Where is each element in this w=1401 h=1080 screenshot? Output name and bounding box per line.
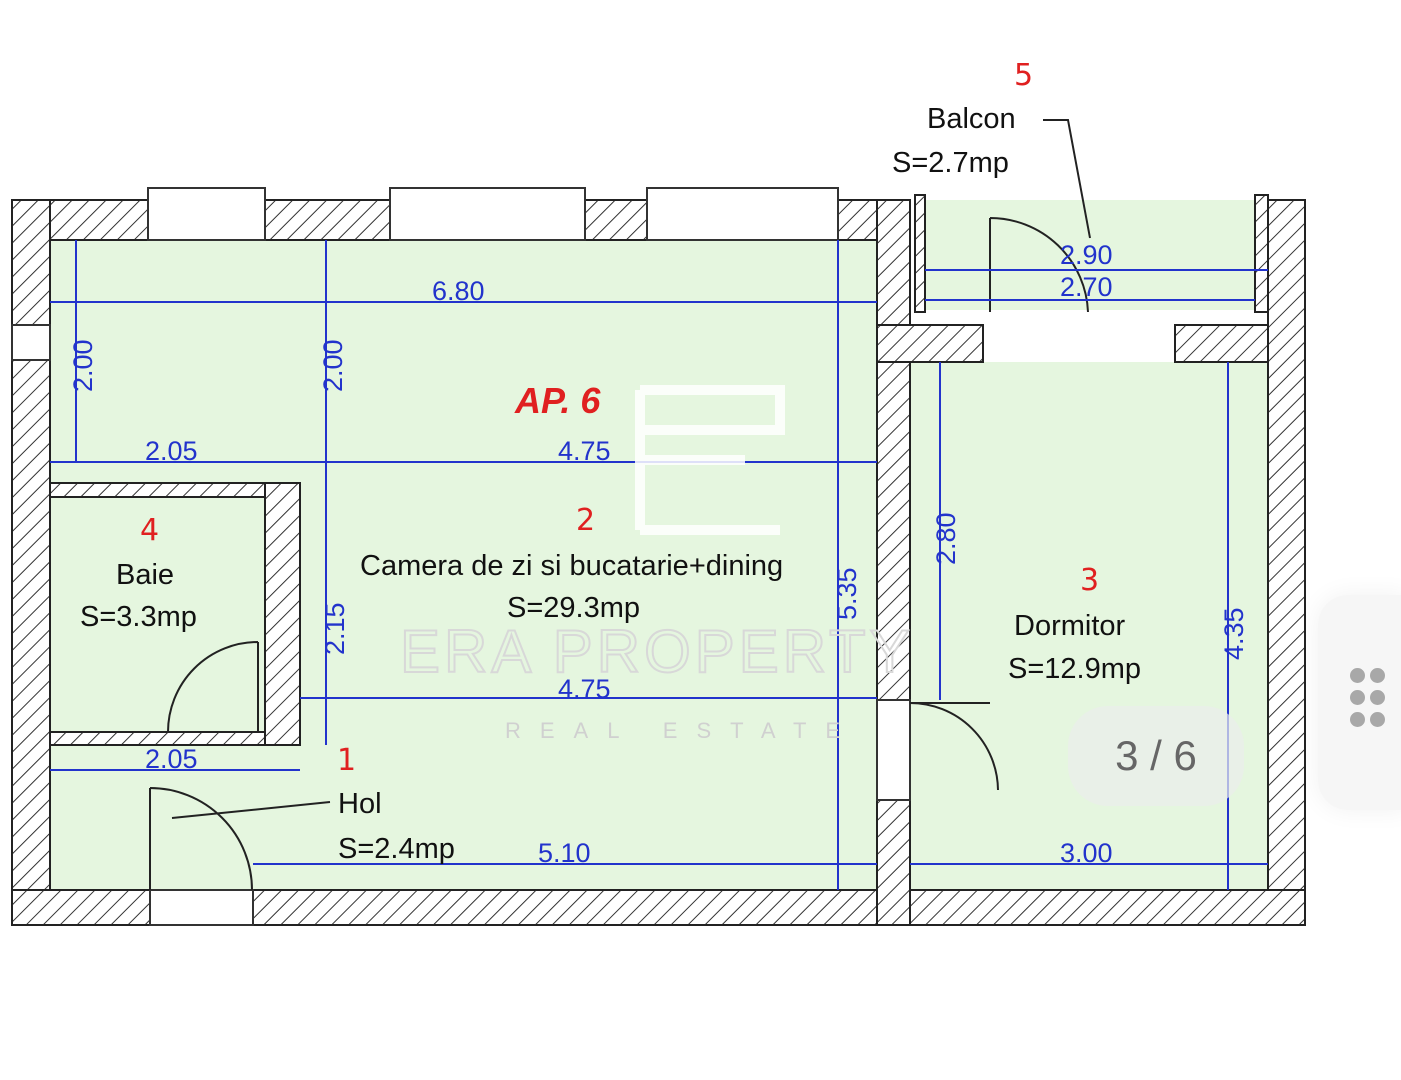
room-5-name: Balcon <box>927 103 1016 135</box>
room-1-area: S=2.4mp <box>338 833 455 865</box>
watermark-brand: ERA PROPERTY <box>400 618 914 685</box>
dim-2-70: 2.70 <box>1060 272 1113 302</box>
dim-3-00: 3.00 <box>1060 838 1113 868</box>
dim-2-00-left: 2.00 <box>68 339 98 392</box>
dim-2-80: 2.80 <box>931 512 961 565</box>
room-4-name: Baie <box>116 559 174 591</box>
dim-5-10: 5.10 <box>538 838 591 868</box>
room-3-area: S=12.9mp <box>1008 653 1141 685</box>
dimension-labels: 6.80 2.00 2.00 2.05 4.75 4.75 2.05 2.15 … <box>68 240 1249 868</box>
dim-2-90: 2.90 <box>1060 240 1113 270</box>
room-3-name: Dormitor <box>1014 610 1126 642</box>
dim-2-15: 2.15 <box>320 602 350 655</box>
watermark-logo <box>635 385 785 535</box>
dim-4-75-bottom: 4.75 <box>558 674 611 704</box>
room-3-number: 3 <box>1080 563 1099 598</box>
room-4-number: 4 <box>140 513 159 548</box>
dim-5-35: 5.35 <box>832 567 862 620</box>
floor-balcony <box>925 200 1255 310</box>
dim-6-80: 6.80 <box>432 276 485 306</box>
dim-2-05-top: 2.05 <box>145 436 198 466</box>
room-5-area: S=2.7mp <box>892 147 1009 179</box>
hall-leader-arrow <box>171 801 331 819</box>
apartment-label: AP. 6 <box>514 380 601 421</box>
door-swings <box>149 216 1089 891</box>
dim-4-75-top: 4.75 <box>558 436 611 466</box>
grid-dots-icon[interactable] <box>1330 660 1400 740</box>
dim-2-00-mid: 2.00 <box>318 339 348 392</box>
gallery-counter: 3 / 6 <box>1068 706 1244 806</box>
room-4-area: S=3.3mp <box>80 601 197 633</box>
room-2-number: 2 <box>576 503 595 538</box>
room-1-name: Hol <box>338 788 382 820</box>
floor-bedroom-door <box>983 312 1175 362</box>
dim-4-35: 4.35 <box>1219 607 1249 660</box>
watermark-tagline: REAL ESTATE <box>505 718 859 743</box>
room-1-number: 1 <box>337 743 356 778</box>
room-5-number: 5 <box>1014 58 1033 93</box>
balcony-leader-arrow <box>1043 119 1091 239</box>
floor-living <box>50 240 877 890</box>
room-2-area: S=29.3mp <box>507 592 640 624</box>
room-2-name: Camera de zi si bucatarie+dining <box>360 550 783 582</box>
dim-2-05-bottom: 2.05 <box>145 744 198 774</box>
openings <box>11 187 911 926</box>
